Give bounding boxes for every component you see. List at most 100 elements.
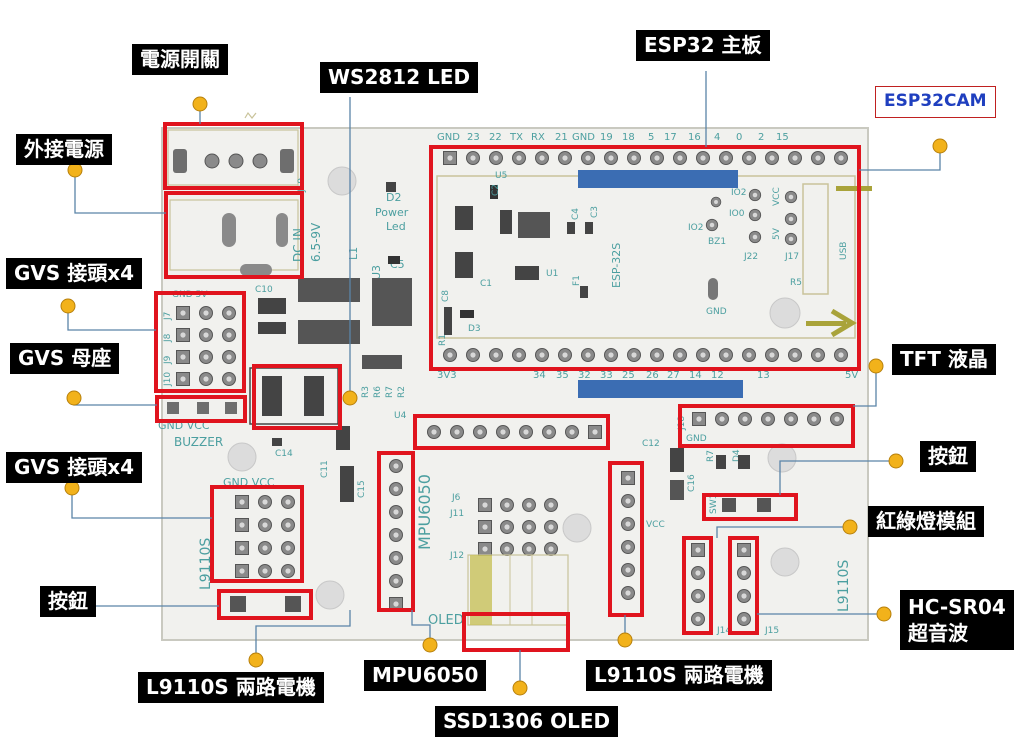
svg-text:U4: U4 (394, 411, 407, 421)
mpu6050-silk: MPU6050 (415, 474, 434, 550)
svg-text:21: 21 (555, 132, 568, 143)
highlight-button-left (217, 589, 313, 620)
resistor-silk: R3 R6 R7 R2 C14 U4 C11 C15 (275, 386, 407, 498)
mounting-holes (227, 166, 801, 610)
svg-text:J12: J12 (449, 551, 464, 561)
highlight-buzzer (252, 364, 342, 430)
highlight-tft (678, 404, 855, 448)
svg-text:C14: C14 (275, 449, 293, 459)
svg-text:GND: GND (572, 132, 595, 143)
svg-text:IO2: IO2 (731, 188, 746, 198)
highlight-l9110s-right (608, 461, 644, 617)
svg-text:13: 13 (757, 370, 770, 381)
esp32cam-chip-bottom (578, 380, 743, 398)
highlight-mpu6050 (377, 451, 415, 612)
label-hcsr04-line2: 超音波 (908, 621, 968, 645)
svg-text:USB: USB (839, 242, 849, 260)
svg-text:33: 33 (600, 370, 613, 381)
svg-text:D2: D2 (386, 191, 401, 204)
svg-text:J17: J17 (784, 252, 799, 262)
power-switch-part (167, 111, 299, 186)
svg-text:J14: J14 (716, 626, 731, 636)
svg-text:R5: R5 (790, 278, 802, 288)
svg-text:IO2: IO2 (688, 223, 703, 233)
svg-text:C16: C16 (687, 474, 697, 492)
buzzer-components (272, 426, 354, 502)
svg-text:VCC: VCC (772, 187, 782, 206)
svg-text:2: 2 (758, 132, 764, 143)
svg-text:19: 19 (600, 132, 613, 143)
svg-text:C15: C15 (357, 480, 367, 498)
svg-text:U3: U3 (370, 265, 383, 280)
label-gvs-header-2: GVS 接頭x4 (6, 452, 143, 483)
highlight-rgb-module (682, 536, 713, 635)
svg-text:GND: GND (706, 307, 727, 317)
svg-text:C2: C2 (491, 184, 501, 196)
svg-text:C4: C4 (571, 208, 581, 220)
highlight-power-switch (163, 122, 304, 190)
oled-silk: J6 J11 J12 OLED (428, 493, 464, 628)
label-rgb-module: 紅綠燈模組 (868, 506, 984, 537)
highlight-esp32 (429, 145, 861, 371)
highlight-ext-power (164, 191, 304, 279)
svg-text:RX: RX (531, 132, 545, 143)
svg-text:J10: J10 (163, 372, 173, 387)
svg-text:IO0: IO0 (729, 209, 745, 219)
label-button-right: 按鈕 (920, 441, 976, 472)
svg-text:L9110S: L9110S (836, 560, 852, 612)
svg-text:R7: R7 (706, 450, 716, 462)
svg-text:22: 22 (489, 132, 502, 143)
label-hcsr04-line1: HC-SR04 (908, 595, 1006, 619)
svg-text:Power: Power (375, 206, 409, 219)
dc-jack-part (169, 199, 299, 276)
label-ws2812: WS2812 LED (320, 62, 479, 93)
label-esp32-board: ESP32 主板 (636, 30, 770, 61)
label-l9110s-right: L9110S 兩路電機 (586, 660, 772, 691)
svg-text:U5: U5 (495, 171, 507, 181)
esp32-module-silk: U5 C2 U1 C1 C4 C3 F1 ESP-32S D3 R1 C8 IO… (438, 171, 849, 346)
svg-text:J7: J7 (163, 312, 173, 321)
esp32-top-pin-labels: GND 23 22 TX RX 21 GND 19 18 5 17 16 4 0… (437, 132, 789, 143)
svg-text:15: 15 (776, 132, 789, 143)
svg-text:R6: R6 (373, 386, 383, 398)
svg-text:BZ1: BZ1 (708, 237, 726, 247)
svg-text:C8: C8 (441, 290, 451, 302)
svg-text:BUZZER: BUZZER (174, 435, 223, 449)
svg-text:6.5-9V: 6.5-9V (309, 222, 323, 262)
highlight-gvs-header-2 (210, 485, 304, 583)
svg-text:J15: J15 (764, 626, 779, 636)
svg-text:5V: 5V (845, 370, 858, 381)
svg-text:Led: Led (386, 220, 406, 233)
svg-text:C11: C11 (320, 460, 330, 478)
label-l9110s-left: L9110S 兩路電機 (138, 672, 324, 703)
right-side-components (670, 448, 771, 512)
svg-text:14: 14 (689, 370, 702, 381)
svg-text:18: 18 (622, 132, 635, 143)
svg-text:C10: C10 (255, 285, 273, 295)
svg-text:34: 34 (533, 370, 546, 381)
svg-text:5V: 5V (772, 227, 782, 240)
svg-text:25: 25 (622, 370, 635, 381)
svg-text:D3: D3 (468, 324, 481, 334)
esp32cam-chip-top (578, 170, 738, 188)
svg-text:D4: D4 (732, 449, 742, 462)
label-esp32cam: ESP32CAM (875, 86, 996, 118)
svg-text:J9: J9 (163, 355, 173, 365)
label-tft: TFT 液晶 (892, 344, 996, 375)
svg-text:5: 5 (648, 132, 654, 143)
svg-text:R2: R2 (397, 386, 407, 398)
svg-text:32: 32 (578, 370, 591, 381)
svg-text:F1: F1 (572, 275, 582, 286)
arrow-icon (806, 308, 857, 338)
svg-text:C12: C12 (642, 439, 660, 449)
svg-text:U1: U1 (546, 269, 558, 279)
svg-text:17: 17 (664, 132, 677, 143)
svg-text:SW1: SW1 (709, 494, 719, 514)
svg-text:ESP-32S: ESP-32S (610, 243, 623, 288)
svg-text:J22: J22 (743, 252, 758, 262)
svg-text:MPU6050: MPU6050 (415, 474, 434, 550)
svg-text:J11: J11 (449, 509, 464, 519)
highlight-ws2812 (413, 414, 610, 450)
